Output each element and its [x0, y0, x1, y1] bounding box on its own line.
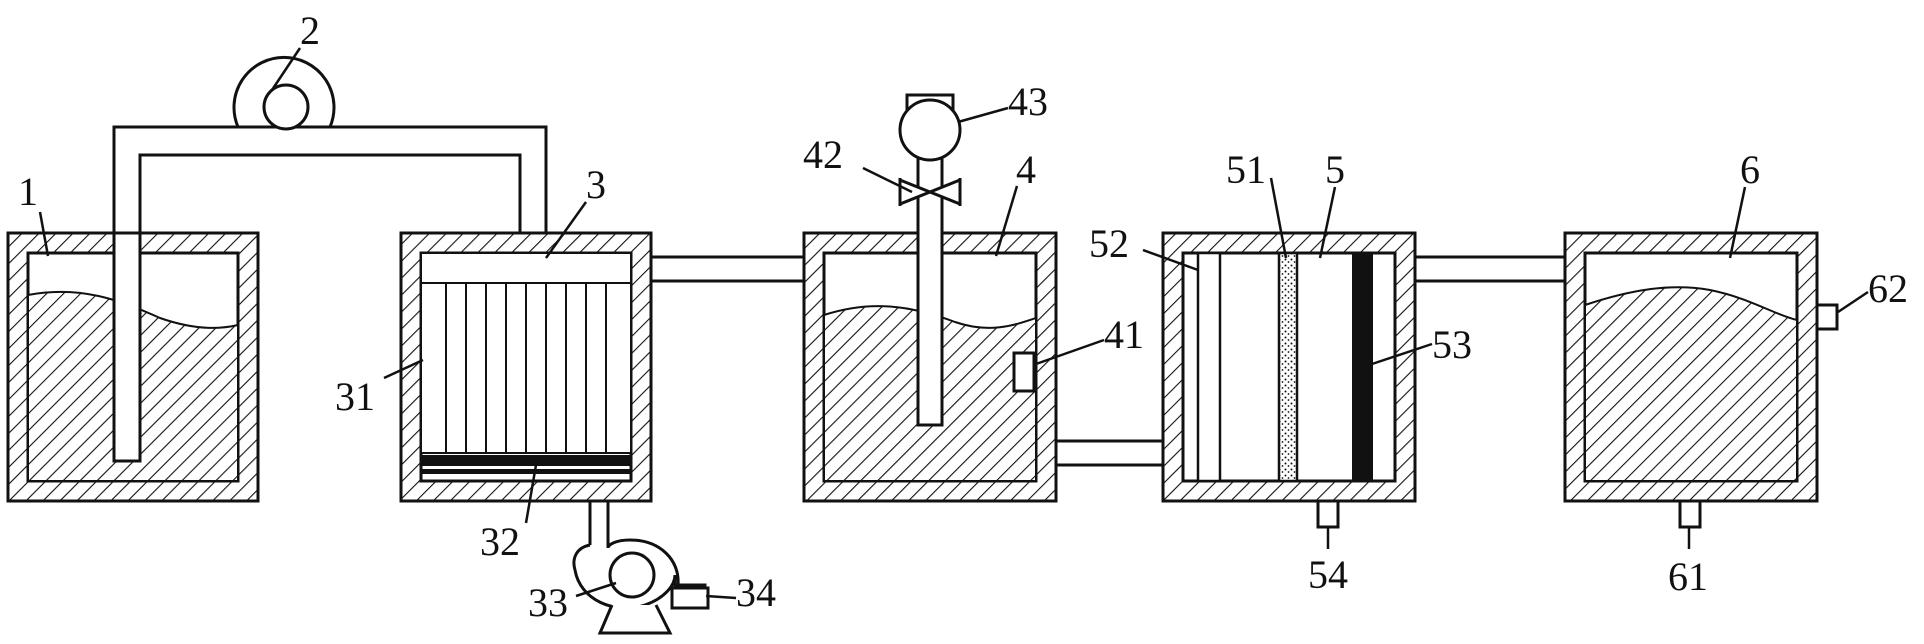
label-33: 33: [528, 580, 568, 625]
label-31: 31: [335, 374, 375, 419]
transfer-pipe-1-3: [112, 125, 548, 233]
aerator-plate-32: [421, 455, 631, 474]
label-1: 1: [18, 169, 38, 214]
tank-6: [1563, 231, 1819, 503]
filter-layer-51: [1277, 251, 1299, 483]
label-3: 3: [586, 162, 606, 207]
filter-layer-52: [1196, 251, 1222, 483]
blower-33: [572, 501, 707, 635]
tank-1-dip-pipe: [112, 231, 142, 463]
label-41: 41: [1104, 312, 1144, 357]
blower-outlet-34: [670, 586, 710, 610]
valve-42: [898, 177, 962, 207]
level-sensor-41: [1012, 351, 1036, 393]
label-6: 6: [1740, 147, 1760, 192]
label-4: 4: [1016, 147, 1036, 192]
membrane-module-31: [420, 282, 632, 454]
label-34: 34: [736, 570, 776, 615]
label-54: 54: [1308, 552, 1348, 597]
pipe-3-4: [651, 255, 804, 283]
drain-61: [1678, 499, 1702, 529]
label-51: 51: [1226, 147, 1266, 192]
label-5: 5: [1325, 147, 1345, 192]
filter-layer-53: [1352, 253, 1373, 481]
leader-lines: [38, 47, 1869, 600]
dosing-pipe: [916, 141, 944, 427]
dosing-pump-43: [898, 93, 962, 162]
pipe-4-5: [1056, 439, 1163, 467]
label-2: 2: [300, 8, 320, 53]
label-61: 61: [1668, 554, 1708, 599]
pump-2: [232, 55, 336, 131]
pipe-5-6: [1415, 255, 1565, 283]
label-32: 32: [480, 519, 520, 564]
label-43: 43: [1008, 79, 1048, 124]
outlet-62: [1815, 303, 1839, 331]
label-53: 53: [1432, 322, 1472, 367]
drain-54: [1316, 499, 1340, 529]
label-52: 52: [1089, 221, 1129, 266]
label-42: 42: [803, 132, 843, 177]
label-62: 62: [1868, 266, 1908, 311]
